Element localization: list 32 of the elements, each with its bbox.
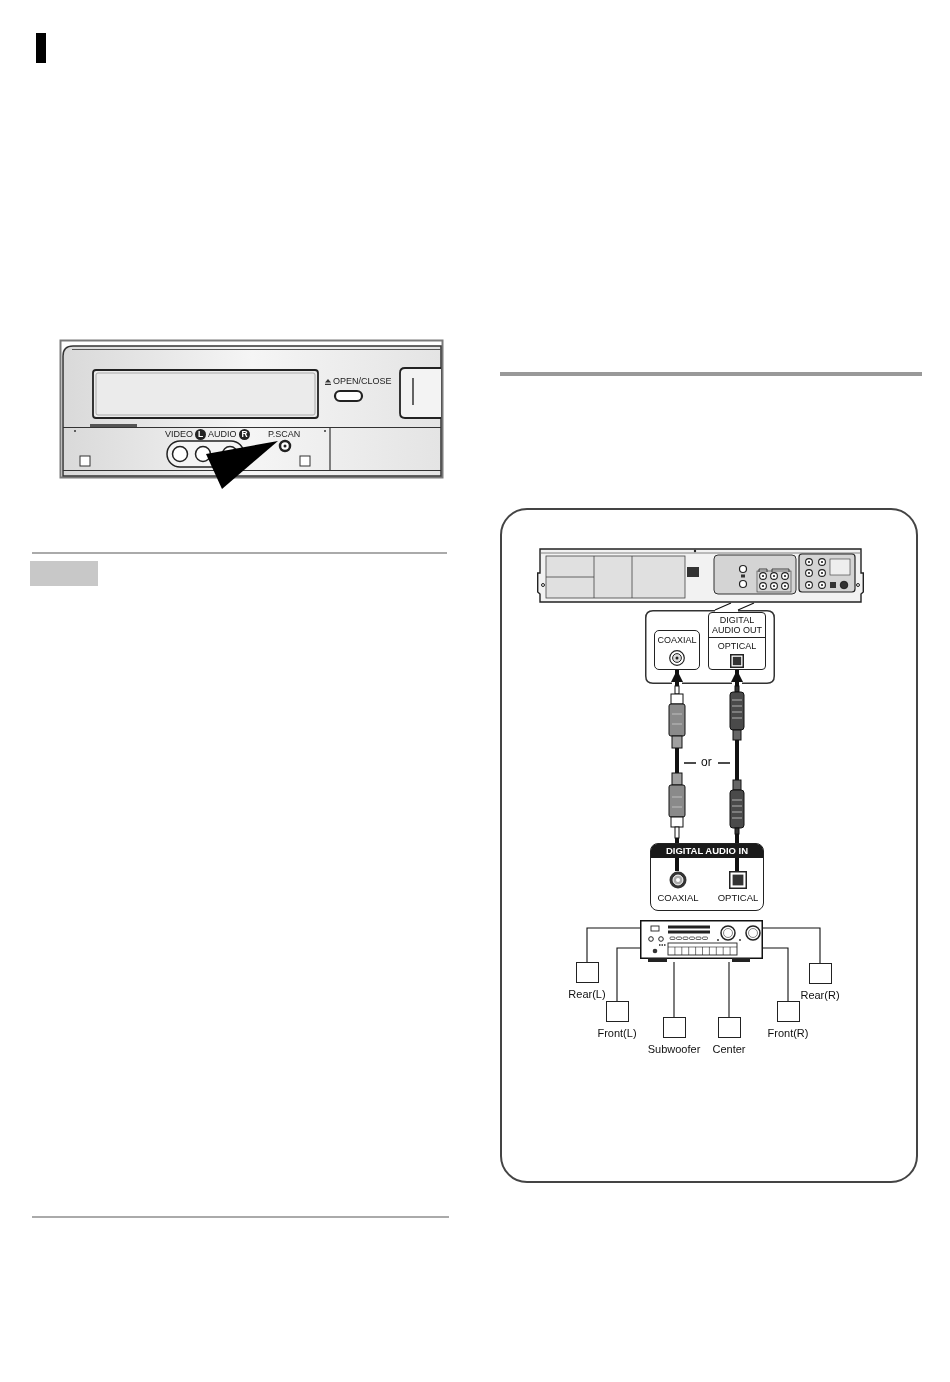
av-receiver	[640, 920, 763, 962]
jack-heading: DIGITAL AUDIO OUT	[709, 613, 765, 638]
dvd-player-rear-panel	[537, 545, 864, 603]
speaker-wire	[586, 927, 641, 963]
panel-label: OPEN/CLOSE	[333, 376, 392, 386]
panel-heading: DIGITAL AUDIO IN	[651, 844, 763, 858]
speaker-wire	[673, 961, 675, 1018]
connector-box	[654, 630, 700, 670]
connector-box	[708, 612, 766, 670]
speaker-label: Front(L)	[597, 1027, 637, 1040]
jack-label: COAXIAL	[657, 892, 699, 903]
speaker-label: Subwoofer	[647, 1043, 701, 1056]
or-label: or	[701, 755, 712, 769]
panel-label: AUDIO	[208, 429, 237, 439]
channel-letter: R	[239, 429, 250, 440]
jack-label: OPTICAL	[717, 892, 759, 903]
callout-panel	[645, 610, 775, 684]
panel-label: VIDEO	[165, 429, 193, 439]
speaker-label: Rear(L)	[568, 988, 606, 1001]
speaker-wire	[616, 947, 641, 1002]
speaker-wire	[762, 927, 821, 964]
connector-panel	[650, 843, 764, 911]
jack-label: COAXIAL	[657, 635, 697, 645]
speaker-label: Center	[712, 1043, 746, 1056]
callout-pointer	[714, 602, 755, 611]
speaker-wire	[728, 961, 730, 1018]
speaker-label: Front(R)	[767, 1027, 809, 1040]
panel-label: P.SCAN	[268, 429, 301, 439]
speaker-wire	[762, 947, 789, 1002]
channel-letter: L	[195, 429, 206, 440]
speaker-label: Rear(R)	[800, 989, 840, 1002]
jack-label: OPTICAL	[717, 641, 757, 651]
